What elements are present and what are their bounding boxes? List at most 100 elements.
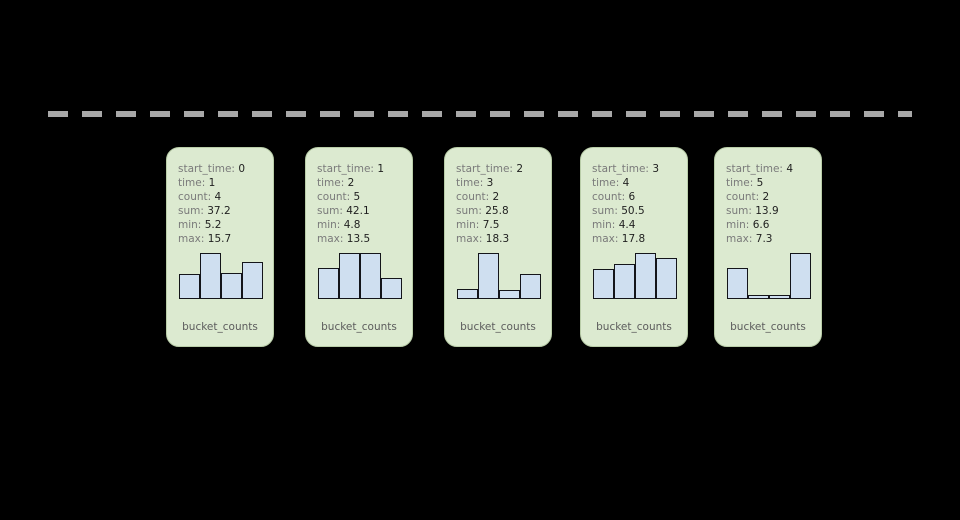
histogram-label: bucket_counts [182,321,258,333]
bucket-counts-histogram[interactable] [593,247,677,299]
card-field: time: 5 [726,176,818,190]
card-field-key: max: [592,233,619,245]
card-field: start_time: 2 [456,162,548,176]
divider-dash [320,111,340,117]
card-field-value: 6.6 [752,219,770,231]
card-field-value: 50.5 [621,205,645,217]
dashed-divider [48,111,912,117]
histogram-label: bucket_counts [460,321,536,333]
histogram-bar [221,273,242,299]
card-field-value: 37.2 [207,205,231,217]
card-field-value: 18.3 [485,233,510,245]
divider-dash [694,111,714,117]
card-field: min: 5.2 [178,218,270,232]
card-field-value: 15.7 [207,233,232,245]
bucket-counts-histogram[interactable] [727,247,811,299]
card-field-key: time: [726,177,754,189]
card-field: time: 3 [456,176,548,190]
card-field: max: 18.3 [456,232,548,246]
divider-dash [558,111,578,117]
card-field-value: 5 [353,191,361,203]
card-field-key: max: [456,233,483,245]
divider-dash [728,111,748,117]
card-field: min: 7.5 [456,218,548,232]
histogram-bar [748,295,769,299]
histogram-bar [769,295,790,299]
card-field-key: min: [456,219,480,231]
card-field-key: sum: [592,205,618,217]
card-field: start_time: 0 [178,162,270,176]
card-field: max: 17.8 [592,232,684,246]
divider-dash [150,111,170,117]
histogram-bar [339,253,360,299]
card-field-key: count: [726,191,760,203]
card-field: count: 5 [317,190,409,204]
card-field-key: time: [592,177,620,189]
card-field: count: 2 [726,190,818,204]
card-field: time: 1 [178,176,270,190]
divider-dash [762,111,782,117]
card-field-key: min: [317,219,341,231]
card-field-value: 3 [486,177,494,189]
card-field-key: max: [178,233,205,245]
divider-dash [864,111,884,117]
card-field-key: count: [456,191,490,203]
divider-dash [286,111,306,117]
card-field-key: count: [317,191,351,203]
card-field: min: 6.6 [726,218,818,232]
histogram-bar [381,278,402,299]
histogram-bar [593,269,614,299]
histogram-bar [499,290,520,299]
card-field: count: 2 [456,190,548,204]
bucket-counts-histogram[interactable] [318,247,402,299]
card-field-key: sum: [317,205,343,217]
histogram-bar [520,274,541,299]
card-field-key: time: [456,177,484,189]
card-field-key: count: [592,191,626,203]
card-field-value: 5.2 [204,219,222,231]
card-field-value: 25.8 [485,205,509,217]
card-field-key: start_time: [726,163,783,175]
card-field-value: 2 [492,191,500,203]
histogram-bar [614,264,635,299]
card-field: count: 6 [592,190,684,204]
histogram-label: bucket_counts [596,321,672,333]
bucket-counts-histogram[interactable] [179,247,263,299]
card-field: max: 13.5 [317,232,409,246]
card-field: count: 4 [178,190,270,204]
divider-dash [524,111,544,117]
histogram-bar [360,253,381,299]
card-field-value: 5 [756,177,764,189]
card-field-value: 2 [347,177,355,189]
bucket-counts-histogram[interactable] [457,247,541,299]
card-field: sum: 42.1 [317,204,409,218]
histogram-label: bucket_counts [730,321,806,333]
card-field: max: 15.7 [178,232,270,246]
histogram-bar [318,268,339,299]
card-field-key: min: [592,219,616,231]
card-field-value: 13.9 [755,205,779,217]
divider-dash [218,111,238,117]
divider-dash [354,111,374,117]
card-field-value: 2 [516,163,523,175]
card-field: min: 4.8 [317,218,409,232]
card-field-value: 6 [628,191,636,203]
card-field-value: 4 [786,163,793,175]
divider-dash [388,111,408,117]
histogram-label: bucket_counts [321,321,397,333]
divider-dash [252,111,272,117]
card-field: sum: 50.5 [592,204,684,218]
card-field-value: 4 [214,191,222,203]
card-field-key: max: [317,233,344,245]
histogram-bar [457,289,478,299]
histogram-bar [790,253,811,299]
divider-dash [626,111,646,117]
